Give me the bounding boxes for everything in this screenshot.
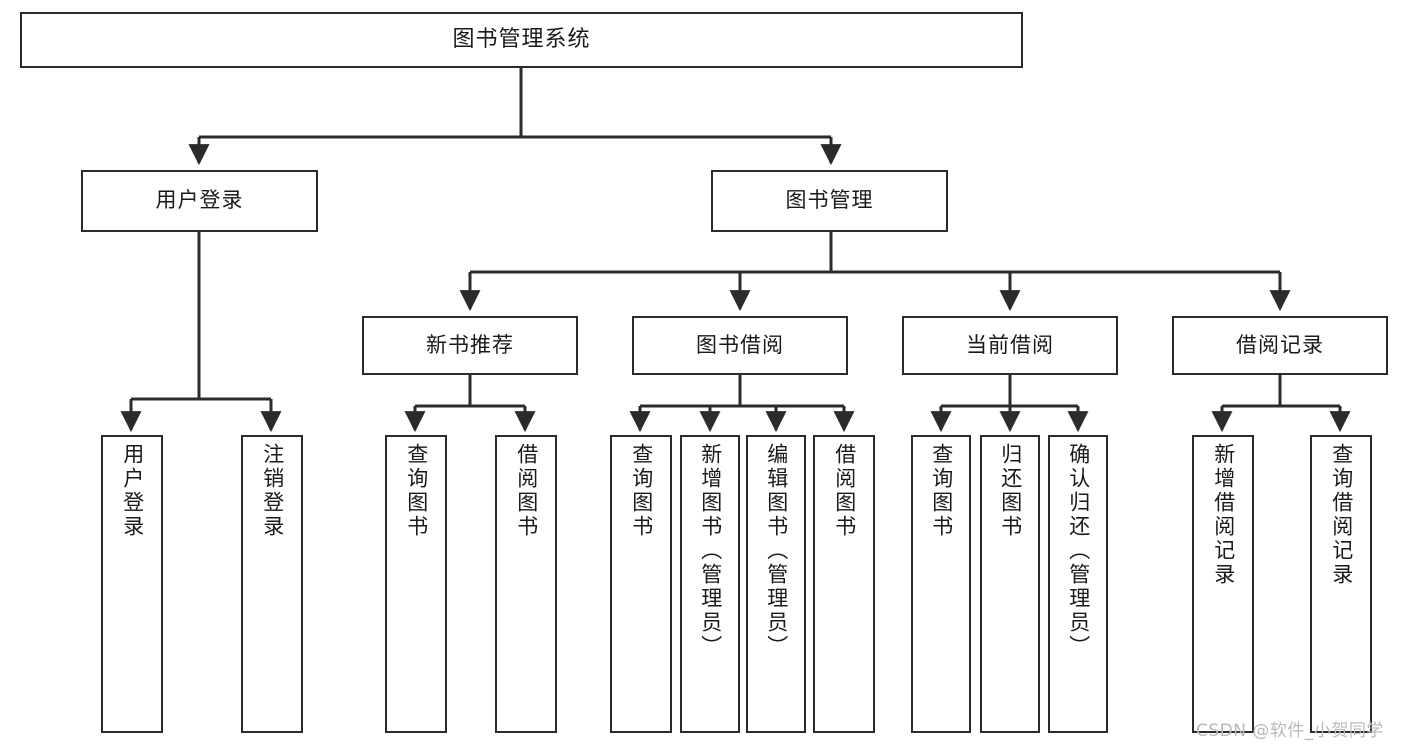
node-label: 新增借阅记录 <box>1211 443 1236 587</box>
node-book-management[interactable]: 图书管理 <box>711 170 948 232</box>
node-user-login[interactable]: 用户登录 <box>81 170 318 232</box>
leaf-user-login[interactable]: 用户登录 <box>101 435 163 733</box>
node-label: 图书管理 <box>785 188 874 213</box>
watermark: CSDN @软件_小贺同学 <box>1196 721 1384 741</box>
node-label: 查询借阅记录 <box>1329 443 1354 587</box>
node-root[interactable]: 图书管理系统 <box>20 12 1023 68</box>
node-label: 归还图书 <box>998 443 1023 539</box>
node-label: 借阅图书 <box>514 443 539 539</box>
leaf-query-borrow-record[interactable]: 查询借阅记录 <box>1310 435 1372 733</box>
node-label: 查询图书 <box>404 443 429 539</box>
node-book-borrow[interactable]: 图书借阅 <box>632 316 848 375</box>
leaf-query-book-borrow[interactable]: 查询图书 <box>610 435 672 733</box>
node-current-borrow[interactable]: 当前借阅 <box>902 316 1118 375</box>
node-new-book-recommend[interactable]: 新书推荐 <box>362 316 578 375</box>
node-label: 确认归还（管理员） <box>1066 443 1091 659</box>
leaf-edit-book-admin[interactable]: 编辑图书（管理员） <box>746 435 806 733</box>
node-label: 图书借阅 <box>696 332 784 357</box>
node-label: 查询图书 <box>629 443 654 539</box>
node-label: 借阅图书 <box>832 443 857 539</box>
node-label: 查询图书 <box>929 443 954 539</box>
leaf-confirm-return-admin[interactable]: 确认归还（管理员） <box>1048 435 1108 733</box>
node-label: 用户登录 <box>155 188 244 213</box>
leaf-user-logout[interactable]: 注销登录 <box>241 435 303 733</box>
leaf-borrow-book[interactable]: 借阅图书 <box>813 435 875 733</box>
node-label: 编辑图书（管理员） <box>764 443 789 659</box>
leaf-query-book-current[interactable]: 查询图书 <box>911 435 971 733</box>
leaf-add-borrow-record[interactable]: 新增借阅记录 <box>1192 435 1254 733</box>
node-label: 新书推荐 <box>426 332 514 357</box>
node-label: 借阅记录 <box>1236 332 1324 357</box>
node-label: 图书管理系统 <box>452 26 591 52</box>
leaf-query-book-recommend[interactable]: 查询图书 <box>385 435 447 733</box>
node-borrow-record[interactable]: 借阅记录 <box>1172 316 1388 375</box>
node-label: 用户登录 <box>120 443 145 539</box>
leaf-add-book-admin[interactable]: 新增图书（管理员） <box>680 435 740 733</box>
leaf-return-book[interactable]: 归还图书 <box>980 435 1040 733</box>
node-label: 新增图书（管理员） <box>698 443 723 659</box>
leaf-borrow-book-recommend[interactable]: 借阅图书 <box>495 435 557 733</box>
node-label: 注销登录 <box>260 443 285 539</box>
node-label: 当前借阅 <box>966 332 1054 357</box>
